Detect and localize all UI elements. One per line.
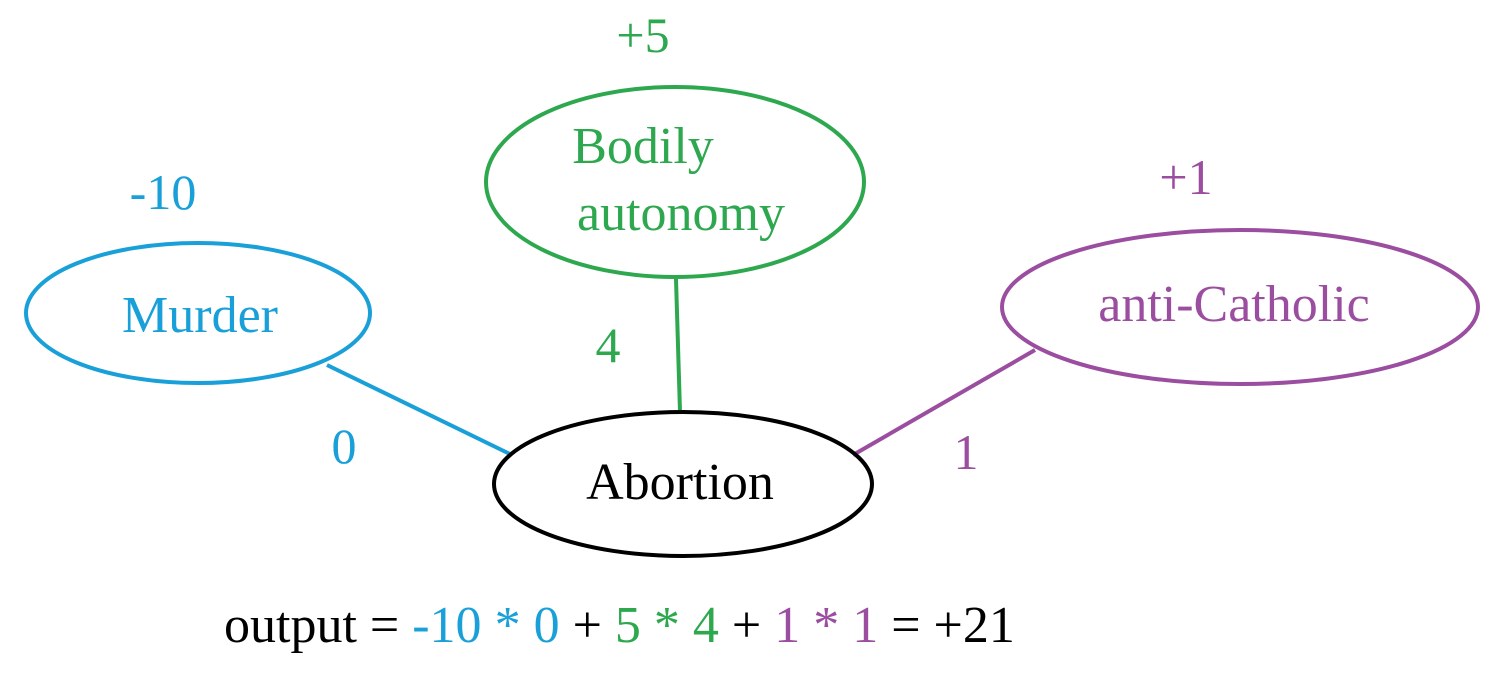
formula-term1-value: -10	[412, 597, 481, 654]
formula-term3-weight: 1	[852, 597, 878, 654]
output-formula: output = -10 * 0 + 5 * 4 + 1 * 1 = +21	[224, 597, 1015, 654]
node-abortion	[492, 410, 874, 558]
node-bodily-autonomy-value: +5	[616, 7, 669, 63]
node-murder	[24, 241, 372, 385]
edge-anti-catholic-abortion	[852, 348, 1036, 457]
formula-plus1: +	[560, 597, 615, 654]
node-bodily-autonomy-label-line1: Bodily	[572, 118, 714, 175]
formula-term2-weight: 4	[693, 597, 719, 654]
formula-term3-op: *	[800, 597, 852, 654]
formula-prefix: output =	[224, 597, 412, 654]
formula-plus2: +	[719, 597, 774, 654]
node-bodily-autonomy	[484, 85, 866, 279]
formula-term2-op: *	[641, 597, 693, 654]
formula-term3-value: 1	[774, 597, 800, 654]
formula-term2-value: 5	[615, 597, 641, 654]
edge-anti-catholic-weight: 1	[954, 424, 979, 480]
formula-term1-weight: 0	[534, 597, 560, 654]
node-anti-catholic-value: +1	[1159, 149, 1212, 205]
node-bodily-autonomy-label-line2: autonomy	[577, 185, 785, 242]
edge-murder-abortion	[326, 363, 513, 457]
formula-suffix: = +21	[878, 597, 1015, 654]
node-anti-catholic	[1000, 228, 1480, 386]
node-murder-label: Murder	[122, 287, 278, 344]
node-abortion-label: Abortion	[586, 454, 774, 511]
edge-bodily-autonomy-abortion	[674, 278, 682, 413]
node-anti-catholic-label: anti-Catholic	[1098, 276, 1369, 333]
edge-murder-weight: 0	[332, 418, 357, 474]
node-murder-value: -10	[130, 164, 197, 220]
edge-bodily-autonomy-weight: 4	[596, 317, 621, 373]
formula-term1-op: *	[482, 597, 534, 654]
